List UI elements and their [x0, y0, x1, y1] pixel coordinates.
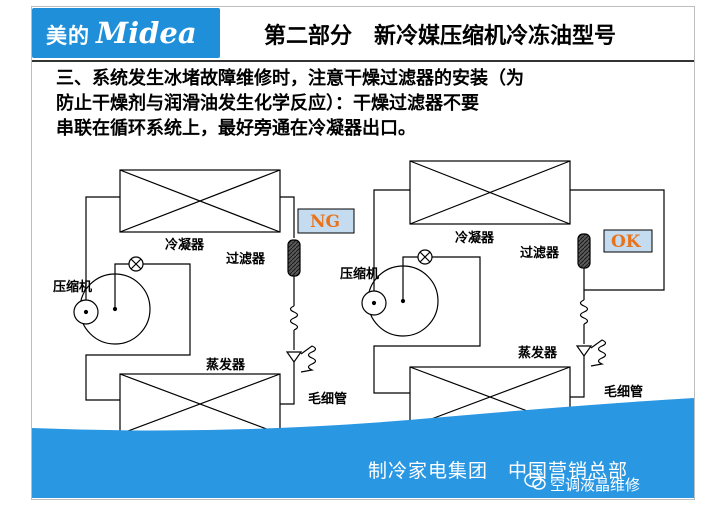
- slide-footer: 制冷家电集团 中国营销总部: [32, 432, 694, 498]
- label-evaporator-right: 蒸发器: [518, 345, 558, 361]
- valve-right: [417, 249, 433, 265]
- footer-text: 制冷家电集团 中国营销总部: [368, 460, 629, 482]
- logo-chinese-text: 美的: [46, 24, 90, 48]
- header-divider: [32, 60, 694, 62]
- label-compressor-left: 压缩机: [53, 279, 92, 295]
- label-evaporator-left: 蒸发器: [206, 357, 246, 373]
- midea-logo: 美的 Midea: [32, 8, 220, 58]
- instruction-text: 三、系统发生冰堵故障维修时，注意干燥过滤器的安装（为 防止干燥剂与润滑油发生化学…: [56, 66, 656, 141]
- label-filter-right: 过滤器: [520, 245, 560, 261]
- filter-drier-right: [577, 233, 591, 269]
- label-condenser-left: 冷凝器: [165, 237, 205, 253]
- watermark-text: 空调液晶维修: [550, 476, 641, 494]
- diagram-ng: [73, 169, 317, 435]
- valve-left: [128, 256, 144, 272]
- diagram-ok: [361, 160, 665, 428]
- ng-badge: NG: [297, 208, 355, 234]
- label-capillary-left: 毛细管: [308, 391, 347, 407]
- filter-drier-left: [287, 239, 301, 277]
- condenser-left: [119, 169, 281, 233]
- slide-title: 第二部分 新冷媒压缩机冷冻油型号: [264, 23, 617, 49]
- footer-wave: [32, 398, 694, 438]
- instruction-line: 三、系统发生冰堵故障维修时，注意干燥过滤器的安装（为: [56, 68, 524, 89]
- wechat-icon: [524, 472, 546, 490]
- label-filter-left: 过滤器: [226, 251, 266, 267]
- ng-label: NG: [310, 212, 340, 232]
- compressor-left: [73, 273, 151, 345]
- label-capillary-right: 毛细管: [604, 384, 643, 400]
- evaporator-left: [119, 373, 281, 435]
- condenser-right: [409, 160, 571, 225]
- ok-badge: OK: [603, 229, 653, 253]
- label-condenser-right: 冷凝器: [455, 230, 495, 246]
- ok-label: OK: [611, 232, 642, 252]
- logo-english-text: Midea: [96, 16, 197, 50]
- instruction-line: 防止干燥剂与润滑油发生化学反应）：干燥过滤器不要: [56, 93, 479, 114]
- slide-header: 美的 Midea 第二部分 新冷媒压缩机冷冻油型号: [32, 8, 694, 62]
- label-compressor-right: 压缩机: [340, 266, 379, 282]
- instruction-line: 串联在循环系统上，最好旁通在冷凝器出口。: [56, 118, 416, 139]
- compressor-right: [361, 265, 439, 337]
